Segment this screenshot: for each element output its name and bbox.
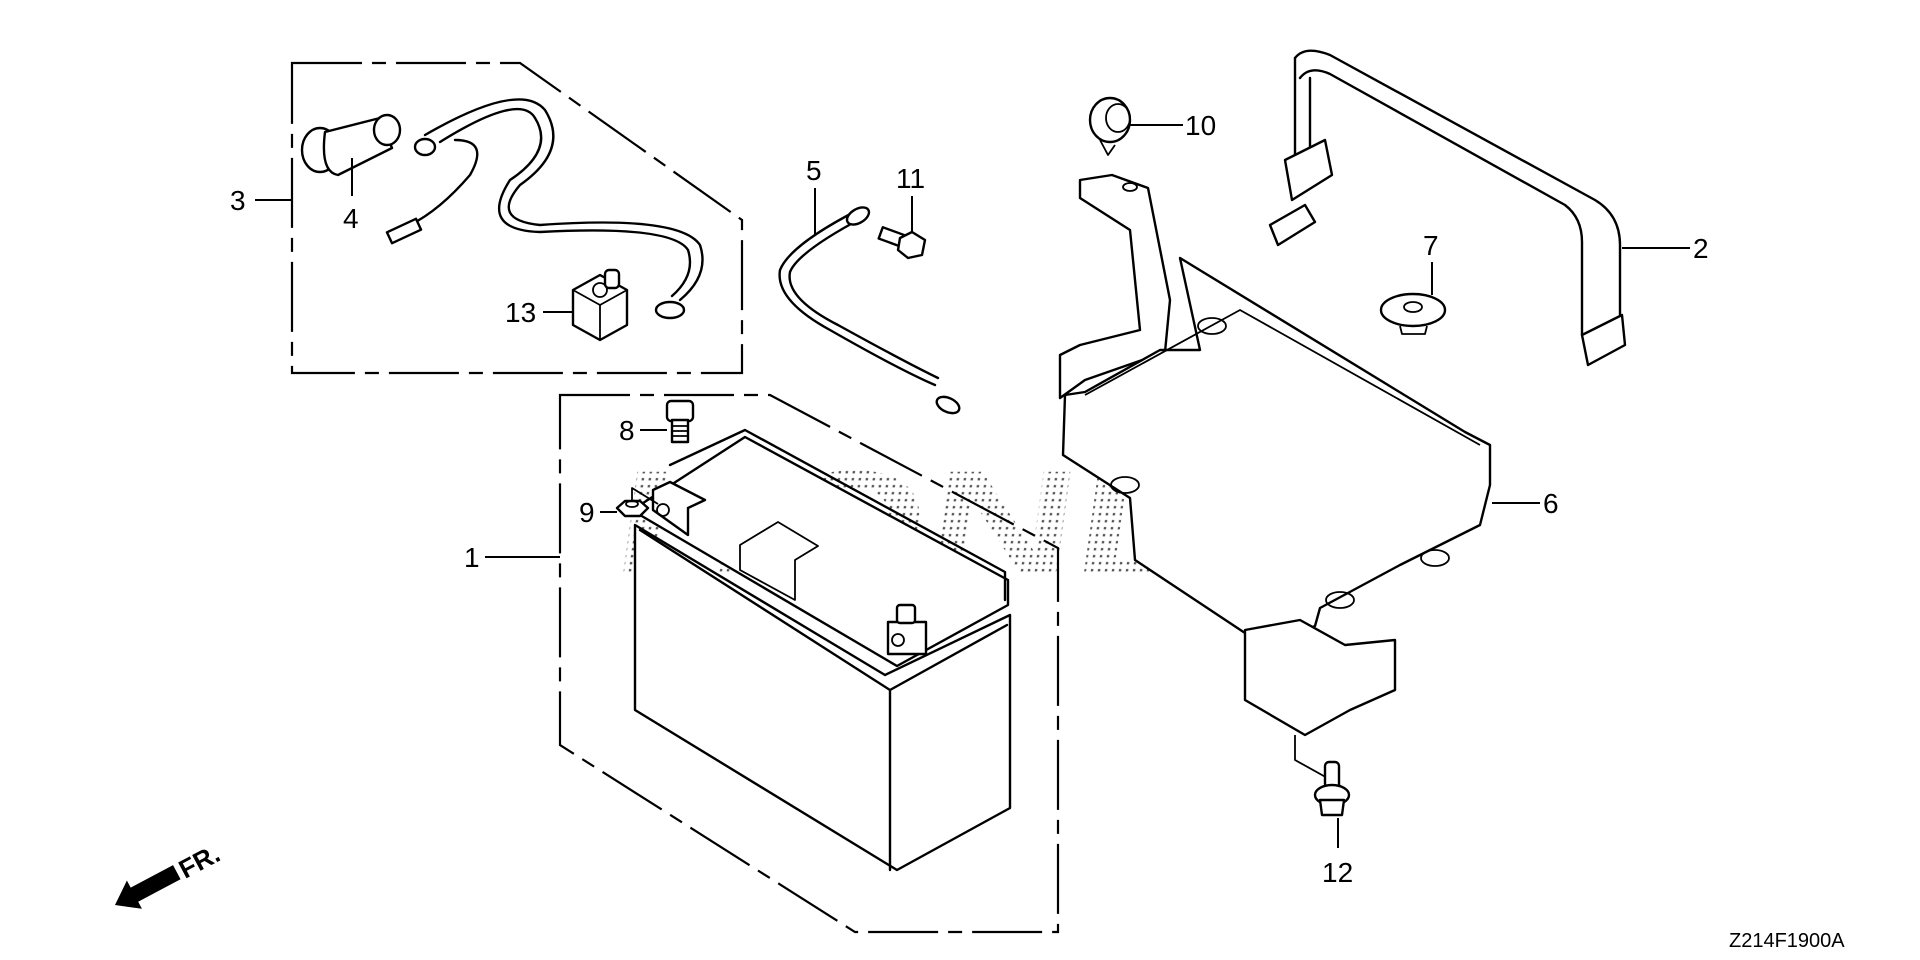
rubber-grommet-part	[1379, 292, 1447, 335]
battery-part	[633, 428, 1012, 872]
diagram-code: Z214F1900A	[1729, 930, 1845, 952]
callout-10: 10	[1185, 110, 1216, 141]
callout-5: 5	[806, 155, 822, 186]
battery-strap-part	[1268, 49, 1627, 367]
callout-9: 9	[579, 497, 595, 528]
front-direction-indicator: FR.	[115, 838, 225, 909]
callout-6: 6	[1543, 488, 1559, 519]
terminal-cover-part	[300, 113, 402, 177]
callout-2: 2	[1693, 233, 1709, 264]
callout-11: 11	[896, 163, 925, 194]
cable-set-group	[290, 61, 744, 375]
flange-bolt-lower-part	[1313, 760, 1351, 817]
battery-group-boundary	[558, 393, 1060, 934]
callout-1: 1	[464, 542, 480, 573]
callout-13: 13	[505, 297, 536, 328]
terminal-cover-plus-part	[571, 268, 629, 342]
callout-7: 7	[1423, 230, 1439, 261]
callout-8: 8	[619, 415, 635, 446]
callout-3: 3	[230, 185, 246, 216]
arrow-left-icon	[115, 865, 181, 909]
fr-label: FR.	[174, 838, 225, 884]
flange-bolt-part	[877, 226, 927, 260]
leader-lines	[255, 124, 1690, 848]
cable-clamp-part	[1088, 96, 1132, 156]
terminal-nut-part	[615, 487, 659, 518]
callout-4: 4	[343, 203, 359, 234]
callout-12: 12	[1322, 857, 1353, 888]
battery-tray-part	[1058, 173, 1492, 786]
ground-cable-part	[778, 206, 961, 415]
terminal-bolt-part	[665, 399, 695, 444]
